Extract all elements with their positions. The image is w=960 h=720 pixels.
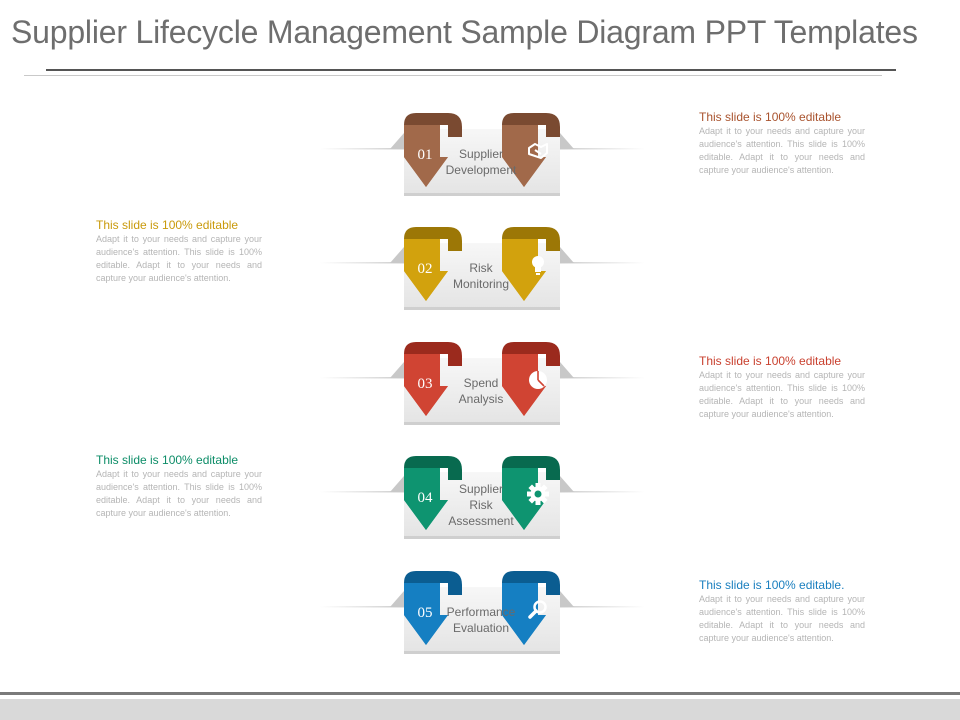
handshake-icon (528, 143, 548, 159)
text-block-body: Adapt it to your needs and capture your … (699, 594, 865, 643)
magnifier-icon (533, 600, 547, 614)
text-block-heading: This slide is 100% editable (699, 110, 842, 124)
text-block-body: Adapt it to your needs and capture your … (96, 469, 262, 518)
lightbulb-icon (532, 256, 544, 268)
connector-right (555, 606, 645, 608)
step-2: 02 (320, 227, 645, 310)
step-5: 05 (320, 571, 645, 654)
step-number: 02 (418, 261, 433, 277)
connector-right (555, 262, 645, 264)
step-number: 03 (418, 376, 433, 392)
footer-line (0, 692, 960, 695)
step-1: 01 (320, 113, 645, 196)
step-number: 01 (418, 147, 433, 163)
text-block-heading: This slide is 100% editable (96, 218, 239, 232)
title-underline (46, 69, 896, 71)
text-block-heading: This slide is 100% editable (96, 453, 239, 467)
connector-left (320, 491, 410, 493)
connector-right (555, 491, 645, 493)
text-block: This slide is 100% editable. Adapt it to … (699, 578, 865, 645)
title-underline-thin (24, 75, 882, 76)
connector-right (555, 377, 645, 379)
page-title: Supplier Lifecycle Management Sample Dia… (11, 14, 918, 50)
text-block-body: Adapt it to your needs and capture your … (699, 126, 865, 175)
text-block-body: Adapt it to your needs and capture your … (699, 370, 865, 419)
text-block-heading: This slide is 100% editable (699, 354, 842, 368)
text-block-body: Adapt it to your needs and capture your … (96, 234, 262, 283)
step-4: 04 (320, 456, 645, 539)
connector-right (555, 148, 645, 150)
connector-left (320, 377, 410, 379)
connector-left (320, 262, 410, 264)
footer-band (0, 699, 960, 720)
text-block-heading: This slide is 100% editable. (699, 578, 845, 592)
step-number: 04 (418, 490, 434, 506)
connector-left (320, 606, 410, 608)
step-number: 05 (418, 605, 433, 621)
gear-icon (527, 483, 549, 505)
step-3: 03 (320, 342, 645, 425)
connector-left (320, 148, 410, 150)
